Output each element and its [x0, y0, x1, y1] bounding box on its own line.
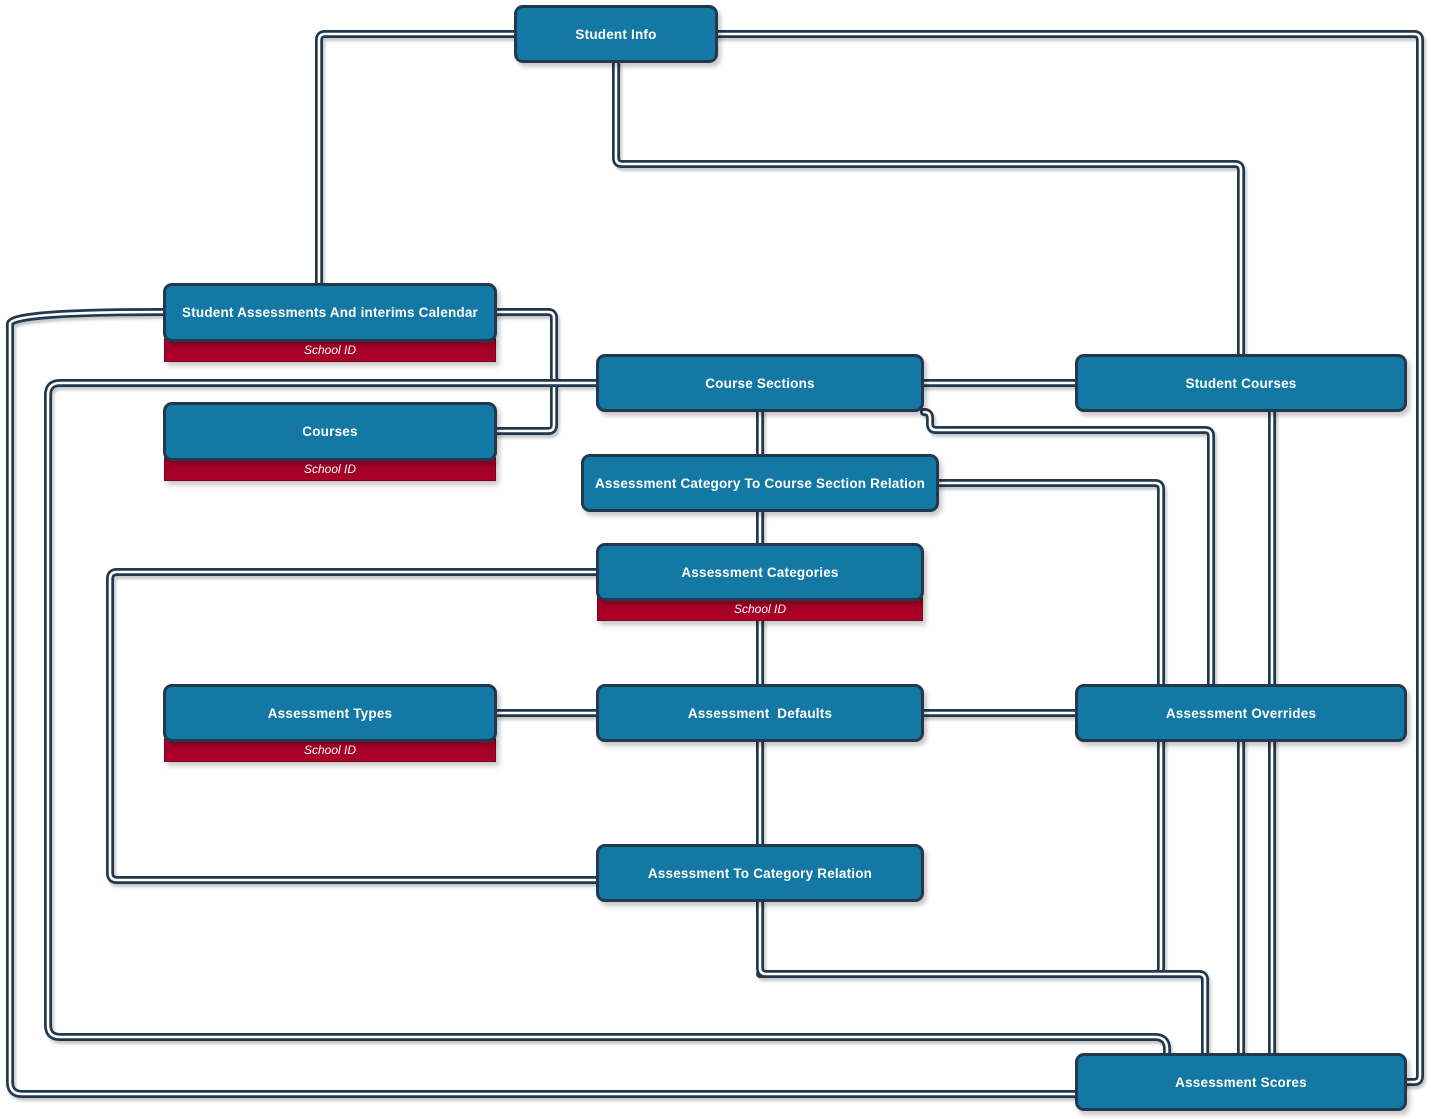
connector-inner — [922, 410, 1213, 686]
entity-node-label: Assessment To Category Relation — [647, 865, 873, 881]
connector-inner — [317, 32, 516, 285]
entity-node-assessment_over[interactable]: Assessment Overrides — [1075, 684, 1407, 742]
entity-node-assessment_defaults[interactable]: Assessment Defaults — [596, 684, 924, 742]
connector-atc_relation-to-assessment_scores — [756, 898, 1209, 1057]
entity-node-atc_relation[interactable]: Assessment To Category Relation — [596, 844, 924, 902]
entity-node-label: Assessment Category To Course Section Re… — [594, 475, 926, 491]
entity-node-acs_relation[interactable]: Assessment Category To Course Section Re… — [581, 454, 939, 512]
connector-inner — [46, 381, 1169, 1055]
attribute-label: School ID — [303, 343, 357, 357]
entity-node-label: Assessment Types — [267, 705, 393, 721]
entity-node-course_sections[interactable]: Course Sections — [596, 354, 924, 412]
attribute-label: School ID — [303, 462, 357, 476]
connector-course_sections-to-assessment_over — [920, 408, 1215, 688]
connector-inner — [495, 310, 598, 385]
entity-node-label: Assessment Scores — [1175, 1074, 1307, 1090]
entity-node-label: Course Sections — [705, 375, 815, 391]
entity-node-assessment_scores[interactable]: Assessment Scores — [1075, 1053, 1407, 1111]
entity-node-student_courses[interactable]: Student Courses — [1075, 354, 1407, 412]
attribute-label: School ID — [303, 743, 357, 757]
attribute-bar-student_assessments: School ID — [164, 338, 496, 362]
entity-node-assessment_types[interactable]: Assessment Types — [163, 684, 497, 742]
connector-inner — [495, 381, 598, 433]
connector-inner — [758, 900, 1207, 1055]
entity-node-label: Assessment Defaults — [687, 705, 833, 721]
entity-node-label: Courses — [302, 424, 358, 439]
attribute-label: School ID — [733, 602, 787, 616]
connector-inner — [108, 570, 598, 882]
connector-student_assessments-to-course_sections — [493, 308, 600, 387]
entity-node-label: Student Info — [575, 26, 657, 42]
entity-node-label: Student Assessments And interims Calenda… — [181, 305, 479, 320]
connector-student_info-to-student_assessments — [315, 30, 518, 287]
entity-node-label: Student Courses — [1185, 375, 1297, 391]
entity-node-assessment_cats[interactable]: Assessment Categories — [596, 543, 924, 601]
entity-node-courses[interactable]: Courses — [163, 402, 497, 461]
connector-inner — [8, 310, 1077, 1096]
connector-student_info-to-student_courses — [612, 59, 1245, 358]
entity-node-student_info[interactable]: Student Info — [514, 5, 718, 63]
connector-inner — [614, 61, 1243, 356]
entity-node-label: Assessment Overrides — [1165, 705, 1317, 721]
entity-node-label: Assessment Categories — [681, 564, 839, 580]
connector-inner — [716, 32, 1422, 1084]
entity-node-student_assessments[interactable]: Student Assessments And interims Calenda… — [163, 283, 497, 342]
connector-courses-to-course_sections — [493, 379, 600, 435]
